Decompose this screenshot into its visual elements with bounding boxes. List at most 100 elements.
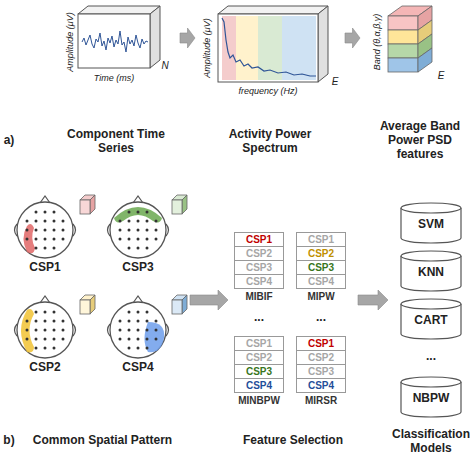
- axis-label: E: [332, 77, 339, 87]
- electrode: [35, 247, 38, 250]
- gamma-side: [418, 48, 432, 72]
- electrode: [44, 229, 47, 232]
- scalp-outline: [110, 302, 166, 358]
- axis-label: Amplitude (μV): [203, 18, 212, 77]
- classifier-cylinder: NBPW: [400, 376, 462, 418]
- feature-set: MIRSRCSP1CSP2CSP3CSP4: [296, 336, 346, 410]
- electrode: [128, 229, 131, 232]
- flow-arrow: [345, 28, 360, 48]
- electrode: [137, 320, 140, 323]
- electrode: [44, 220, 47, 223]
- csp-feature-cube: [172, 195, 187, 214]
- stage-caption: Average Band Power PSD features: [370, 120, 470, 161]
- electrode: [119, 320, 122, 323]
- csp-cell: CSP1: [296, 336, 346, 351]
- panel-caption: Feature Selection: [233, 434, 353, 448]
- electrode: [128, 247, 131, 250]
- electrode: [62, 320, 65, 323]
- csp-label: CSP2: [296, 350, 346, 365]
- cylinder-top: [401, 251, 461, 261]
- scalp-outline: [17, 202, 73, 258]
- component-label: CSP3: [98, 261, 178, 275]
- electrode: [44, 211, 47, 214]
- cylinder-top: [401, 203, 461, 213]
- cube-side: [318, 6, 328, 82]
- axis-label: Time (ms): [94, 74, 134, 83]
- axis-label: N: [161, 61, 168, 71]
- scalp-map: [98, 190, 178, 260]
- csp-label: CSP1: [296, 232, 346, 247]
- csp-cell: CSP3: [296, 260, 346, 275]
- electrode: [155, 229, 158, 232]
- axis-label: E: [438, 71, 445, 81]
- feature-set: MIBIFCSP1CSP2CSP3CSP4: [234, 232, 284, 306]
- csp-cell: CSP3: [296, 364, 346, 379]
- electrode: [137, 247, 140, 250]
- electrode: [155, 238, 158, 241]
- electrode: [128, 320, 131, 323]
- csp-label: CSP3: [296, 260, 346, 275]
- electrode: [44, 329, 47, 332]
- method-label: MINBPW: [234, 395, 284, 407]
- electrode: [35, 347, 38, 350]
- electrode: [26, 320, 29, 323]
- electrode: [53, 329, 56, 332]
- electrode: [155, 220, 158, 223]
- method-label: MIRSR: [296, 395, 346, 407]
- electrode: [62, 329, 65, 332]
- component-label: CSP1: [5, 261, 85, 275]
- stage-caption: Activity Power Spectrum: [215, 128, 325, 156]
- method-label: MIBIF: [234, 291, 284, 303]
- electrode: [119, 238, 122, 241]
- classifier-label: KNN: [400, 266, 462, 280]
- scalp-outline: [110, 202, 166, 258]
- scalp-node: CSP4: [98, 290, 178, 380]
- electrode: [44, 338, 47, 341]
- csp-cell: CSP4: [234, 378, 284, 393]
- electrode: [35, 220, 38, 223]
- cube-side: [182, 295, 187, 314]
- csp-feature-cube: [80, 195, 95, 214]
- time-series-cube: [78, 6, 160, 68]
- electrode: [53, 220, 56, 223]
- annotation-label: a): [4, 134, 15, 146]
- electrode: [128, 311, 131, 314]
- electrode: [137, 220, 140, 223]
- cube-front: [218, 14, 318, 82]
- activation-patch: [114, 207, 162, 222]
- electrode: [146, 211, 149, 214]
- csp-label: CSP3: [234, 364, 284, 379]
- panel-group: Feature SelectionMIBIFCSP1CSP2CSP3CSP4MI…: [228, 190, 358, 474]
- scalp-map: [98, 290, 178, 360]
- csp-label: CSP2: [234, 246, 284, 261]
- cube-top: [218, 6, 328, 14]
- cube-front: [80, 300, 90, 314]
- annotation-label: ...: [254, 311, 264, 323]
- electrode: [119, 338, 122, 341]
- panel-group: Classification ModelsSVMKNNCARTNBPW: [388, 190, 474, 474]
- electrode: [53, 347, 56, 350]
- csp-feature-cube: [80, 295, 95, 314]
- electrode: [146, 338, 149, 341]
- electrode: [62, 238, 65, 241]
- electrode: [137, 347, 140, 350]
- panel-caption: Classification Models: [388, 428, 474, 456]
- csp-label: CSP1: [296, 336, 346, 351]
- csp-label: CSP4: [234, 378, 284, 393]
- electrode: [26, 229, 29, 232]
- csp-cell: CSP3: [234, 364, 284, 379]
- electrode: [146, 220, 149, 223]
- scalp-map: [5, 290, 85, 360]
- activation-patch: [145, 322, 165, 352]
- component-label: CSP4: [98, 361, 178, 375]
- electrode: [35, 229, 38, 232]
- cylinder-top: [401, 377, 461, 387]
- cube-top: [78, 6, 160, 14]
- electrode: [44, 311, 47, 314]
- csp-cell: CSP3: [234, 260, 284, 275]
- beta-layer: [388, 44, 418, 58]
- cylinder-top: [401, 299, 461, 309]
- classifier-label: NBPW: [400, 392, 462, 406]
- electrode: [128, 211, 131, 214]
- flow-arrow: [358, 290, 388, 310]
